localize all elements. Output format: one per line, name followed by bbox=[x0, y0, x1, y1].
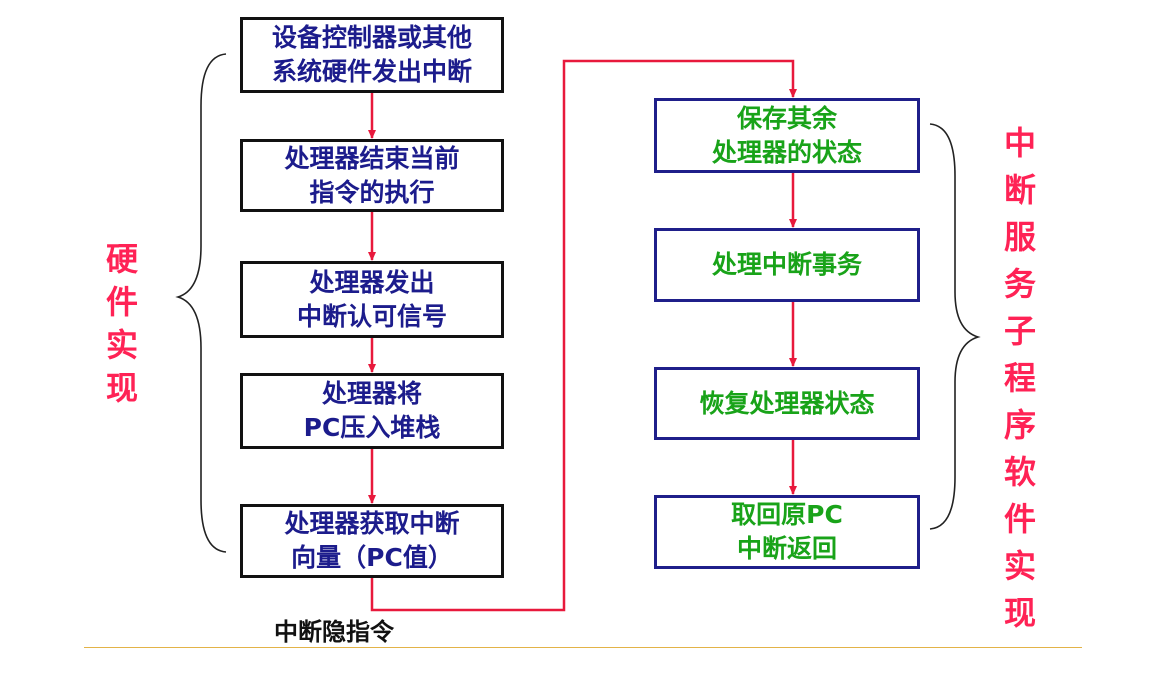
software-label-char: 件 bbox=[1003, 500, 1036, 538]
hw-step-4: 处理器将 PC压入堆栈 bbox=[240, 373, 504, 449]
software-label-char: 程 bbox=[1003, 359, 1036, 397]
sw-step-3-line-1: 恢复处理器状态 bbox=[699, 388, 875, 418]
sw-step-4-line-2: 中断返回 bbox=[736, 534, 837, 563]
hw-step-5: 处理器获取中断 向量（PC值） bbox=[240, 504, 504, 578]
software-label-char: 现 bbox=[1003, 594, 1036, 632]
arrow-hw-to-sw bbox=[370, 59, 797, 612]
hardware-label-char: 现 bbox=[105, 369, 138, 407]
hw-step-5-line-2: 向量（PC值） bbox=[291, 543, 453, 572]
hardware-label-char: 实 bbox=[105, 326, 138, 364]
software-label-char: 断 bbox=[1003, 171, 1036, 209]
hw-step-1: 设备控制器或其他 系统硬件发出中断 bbox=[240, 17, 504, 93]
software-label-char: 服 bbox=[1003, 218, 1036, 256]
hw-step-2: 处理器结束当前 指令的执行 bbox=[240, 139, 504, 212]
hw-step-1-line-1: 设备控制器或其他 bbox=[271, 23, 472, 52]
software-label-char: 子 bbox=[1003, 312, 1036, 350]
hardware-label-char: 硬 bbox=[105, 240, 138, 278]
hardware-brace bbox=[175, 53, 227, 553]
software-label-char: 序 bbox=[1003, 406, 1036, 444]
software-implementation-label: 中 断 服 务 子 程 序 软 件 实 现 bbox=[998, 120, 1042, 637]
sw-step-3: 恢复处理器状态 bbox=[654, 367, 920, 440]
hw-step-3: 处理器发出 中断认可信号 bbox=[240, 261, 504, 338]
software-label-char: 软 bbox=[1003, 453, 1036, 491]
hw-step-5-line-1: 处理器获取中断 bbox=[284, 509, 460, 538]
hw-step-1-line-2: 系统硬件发出中断 bbox=[271, 57, 472, 86]
sw-step-1-line-2: 处理器的状态 bbox=[711, 137, 862, 167]
software-label-char: 实 bbox=[1003, 547, 1036, 585]
hw-step-2-line-1: 处理器结束当前 bbox=[284, 143, 460, 173]
hw-step-4-line-1: 处理器将 bbox=[321, 379, 422, 408]
software-brace bbox=[929, 123, 981, 530]
sw-step-1: 保存其余 处理器的状态 bbox=[654, 98, 920, 173]
software-label-char: 务 bbox=[1003, 265, 1036, 303]
sw-step-2-line-1: 处理中断事务 bbox=[711, 250, 862, 279]
hardware-implementation-label: 硬 件 实 现 bbox=[100, 238, 144, 410]
software-label-char: 中 bbox=[1003, 124, 1036, 162]
sw-step-2: 处理中断事务 bbox=[654, 228, 920, 302]
hw-step-3-line-2: 中断认可信号 bbox=[296, 301, 447, 331]
hw-step-3-line-1: 处理器发出 bbox=[309, 267, 435, 297]
hidden-instruction-note: 中断隐指令 bbox=[274, 618, 394, 646]
footer-divider bbox=[84, 647, 1082, 648]
hardware-label-char: 件 bbox=[105, 283, 138, 321]
sw-step-1-line-1: 保存其余 bbox=[736, 103, 837, 133]
sw-step-4-line-1: 取回原PC bbox=[731, 500, 843, 529]
hw-step-2-line-2: 指令的执行 bbox=[309, 177, 435, 207]
hw-step-4-line-2: PC压入堆栈 bbox=[303, 413, 441, 442]
sw-step-4: 取回原PC 中断返回 bbox=[654, 495, 920, 569]
